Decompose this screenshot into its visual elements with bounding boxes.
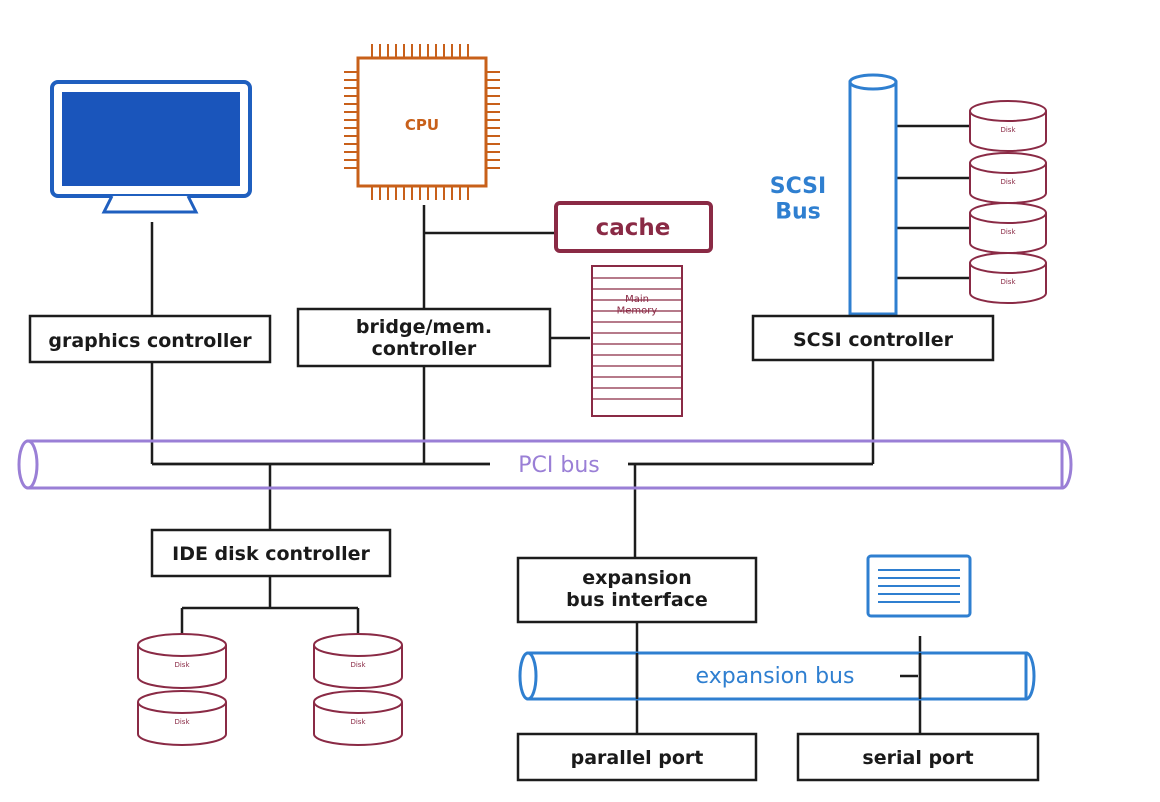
cache-box: cache bbox=[554, 201, 713, 253]
scsi-controller-box: SCSI controller bbox=[751, 314, 995, 362]
disk-icon: Disk bbox=[969, 202, 1047, 254]
disk-label: Disk bbox=[174, 661, 190, 669]
disk-label: Disk bbox=[350, 718, 366, 726]
disk-label: Disk bbox=[1000, 228, 1016, 236]
graphics-controller-box: graphics controller bbox=[28, 314, 272, 364]
pci-bus-label: PCI bus bbox=[518, 453, 599, 478]
cache-label: cache bbox=[596, 215, 671, 241]
pci-bus-cylinder bbox=[17, 439, 1073, 490]
parallel-port-label: parallel port bbox=[571, 747, 704, 769]
disk-icon: Disk bbox=[313, 633, 403, 689]
disk-label: Disk bbox=[1000, 126, 1016, 134]
disk-label: Disk bbox=[350, 661, 366, 669]
disk-label: Disk bbox=[1000, 278, 1016, 286]
memory-rows bbox=[592, 277, 682, 400]
expansion-bus-cylinder bbox=[518, 651, 1036, 701]
disk-icon: Disk bbox=[137, 690, 227, 746]
terminal-icon bbox=[866, 554, 972, 618]
graphics-controller-label: graphics controller bbox=[48, 330, 252, 352]
serial-port-label: serial port bbox=[862, 747, 973, 769]
disk-icon: Disk bbox=[969, 152, 1047, 204]
disk-label: Disk bbox=[1000, 178, 1016, 186]
scsi-controller-label: SCSI controller bbox=[793, 329, 954, 351]
ide-controller-label: IDE disk controller bbox=[172, 543, 370, 565]
scsi-bus-cylinder bbox=[848, 73, 898, 316]
disk-icon: Disk bbox=[969, 100, 1047, 152]
disk-icon: Disk bbox=[313, 690, 403, 746]
serial-port-box: serial port bbox=[796, 732, 1040, 782]
ide-controller-box: IDE disk controller bbox=[150, 528, 392, 578]
cpu-label: CPU bbox=[405, 116, 439, 134]
bridge-controller-label: bridge/mem.controller bbox=[356, 316, 492, 360]
disk-label: Disk bbox=[174, 718, 190, 726]
parallel-port-box: parallel port bbox=[516, 732, 758, 782]
disk-icon: Disk bbox=[969, 252, 1047, 304]
expansion-bus-label: expansion bus bbox=[696, 664, 855, 689]
disk-icon: Disk bbox=[137, 633, 227, 689]
monitor-icon bbox=[50, 80, 252, 214]
cpu-pins bbox=[344, 44, 500, 200]
bridge-controller-box: bridge/mem.controller bbox=[296, 307, 552, 368]
cpu-chip-icon: CPU bbox=[344, 44, 500, 200]
